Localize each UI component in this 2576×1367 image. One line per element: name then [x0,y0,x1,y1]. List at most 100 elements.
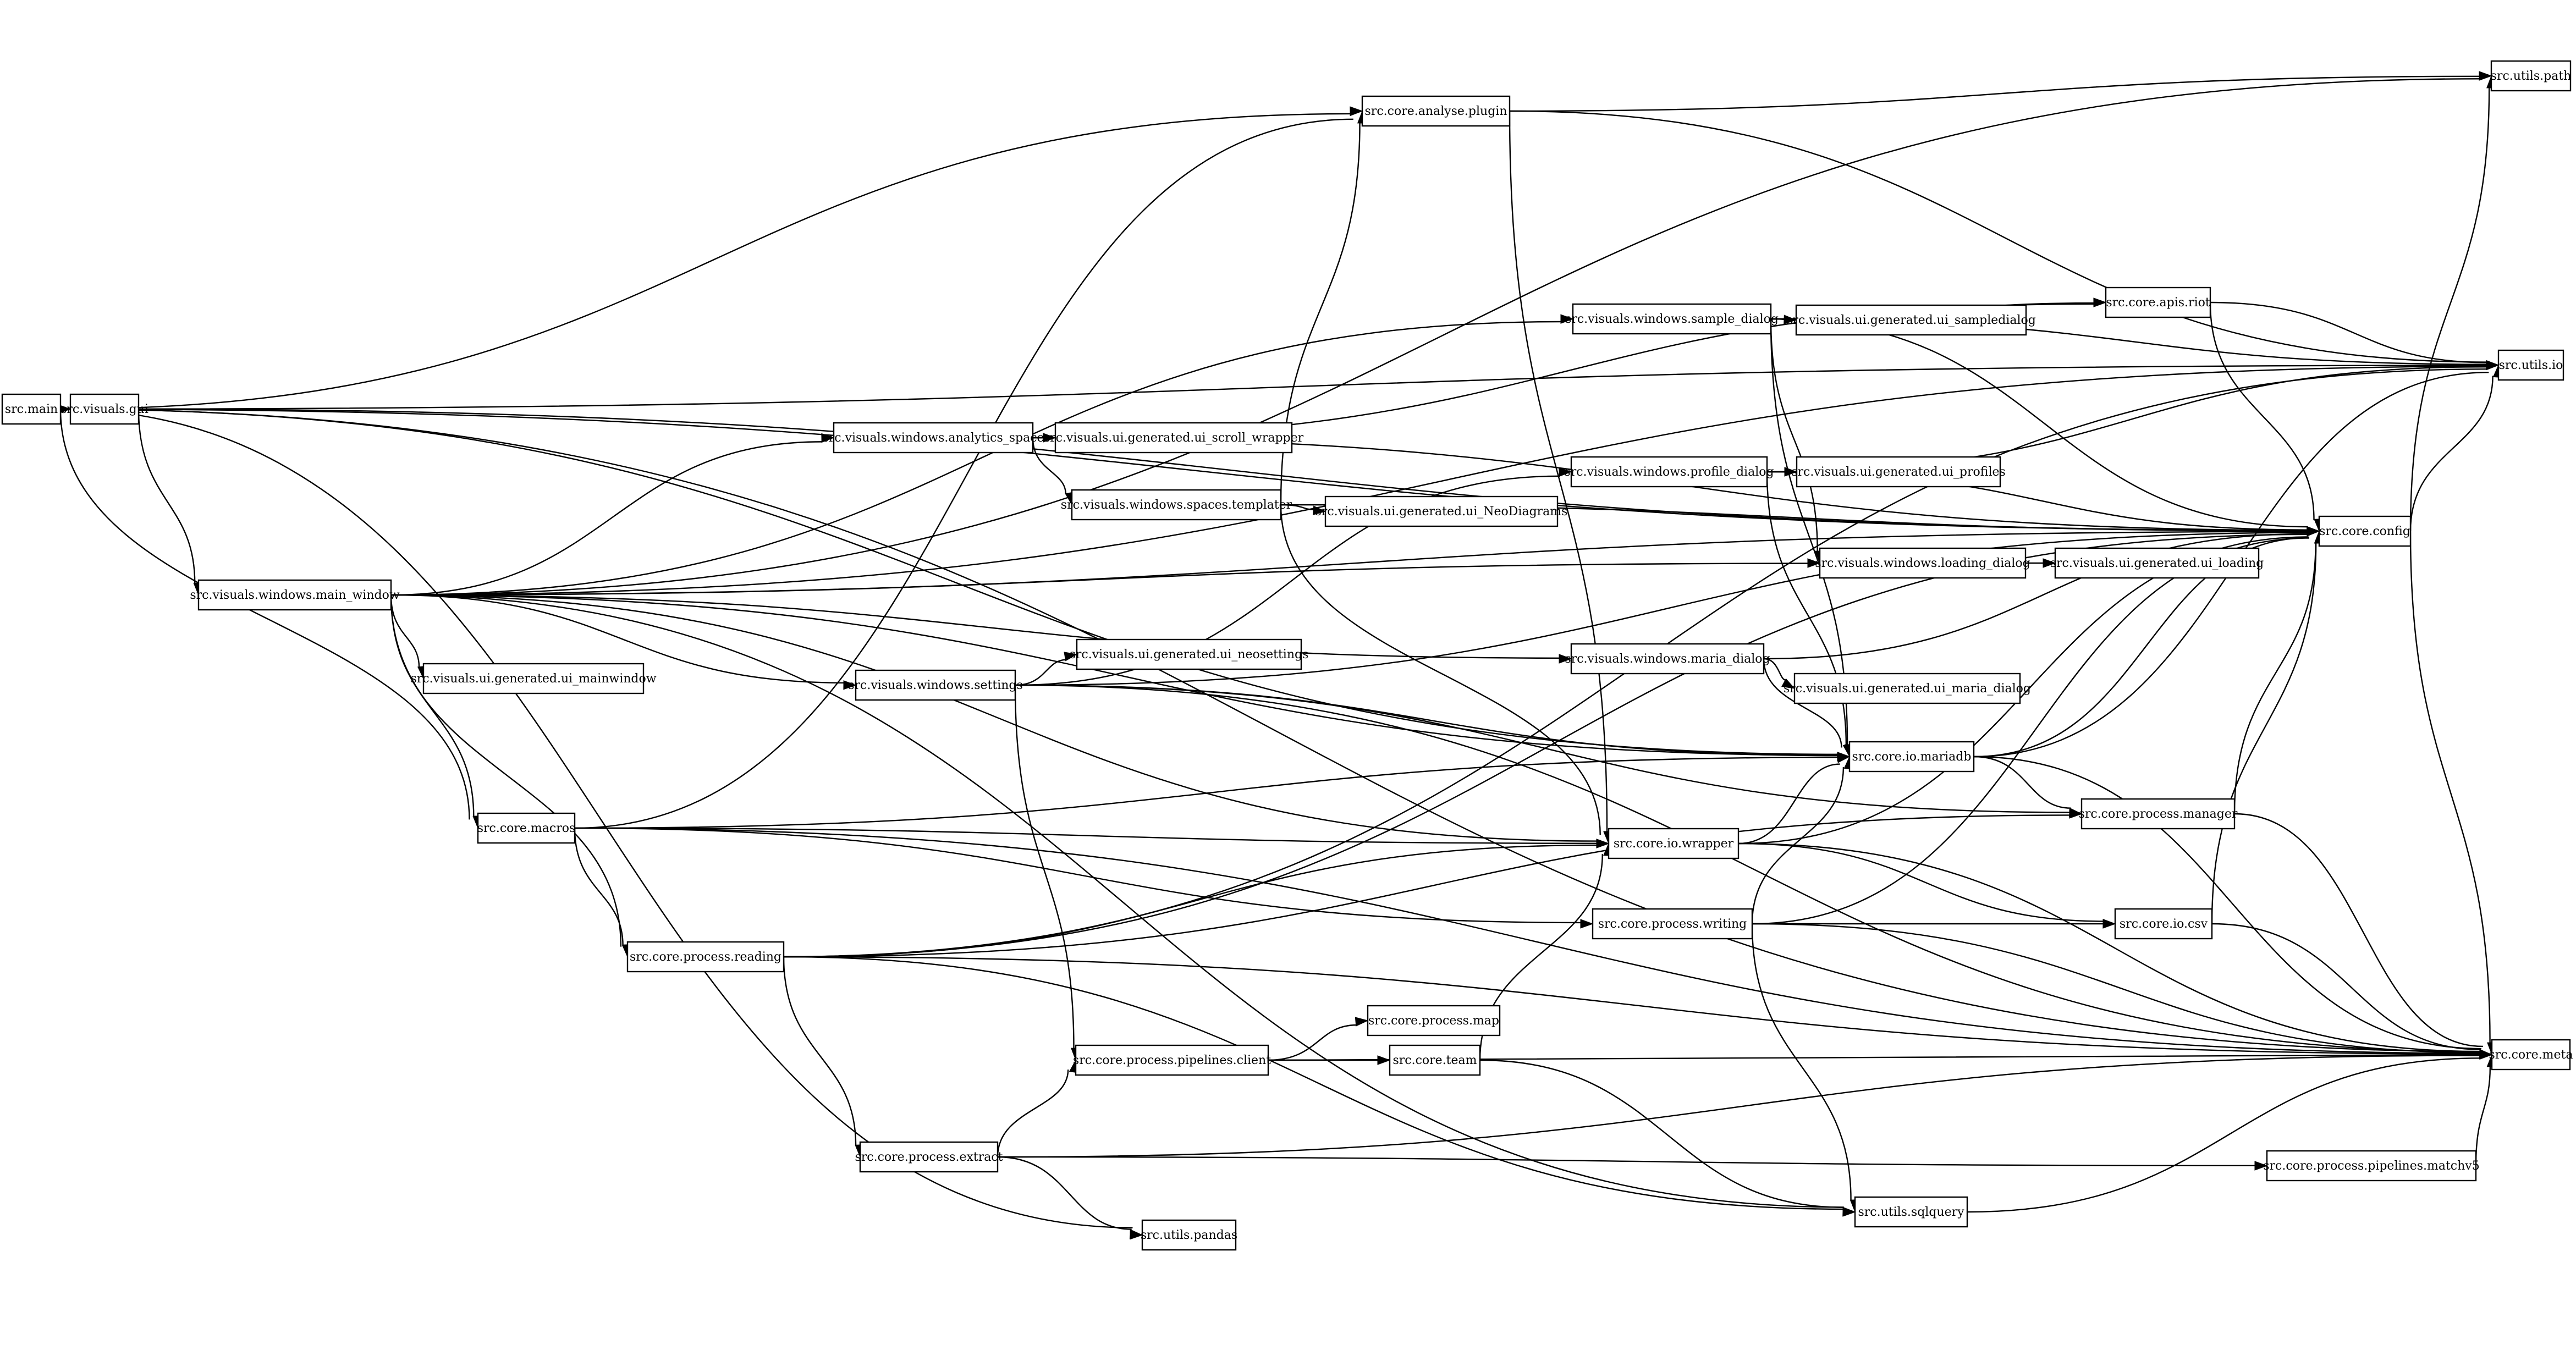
edge-writing-to-mariadb [1751,756,1854,924]
edge-loading_dialog-to-ui_loading [2025,558,2056,568]
node-box [69,393,140,425]
edge-line [390,78,2480,596]
node-label: src.visuals.ui.generated.ui_NeoDiagrams [1315,505,1568,519]
node-ui-scroll-wrapper: src.visuals.ui.generated.ui_scroll_wrapp… [1044,422,1304,454]
node-box [2318,515,2412,547]
node-box [1592,908,1753,940]
edge-main_window-to-maria_dialog [390,594,1572,664]
edge-line [783,956,1843,1210]
node-ui-neosettings: src.visuals.ui.generated.ui_neosettings [1070,638,1308,670]
node-label: src.core.process.writing [1598,917,1747,931]
edge-macros-to-reading [574,828,632,958]
edge-line [1032,437,1067,494]
node-label: src.core.meta [2489,1048,2573,1062]
node-label: src.visuals.windows.main_window [190,588,400,602]
node-box [833,422,1034,454]
node-label: src.core.io.csv [2120,917,2208,931]
edge-reading-to-sqlquery [783,956,1856,1217]
node-main: src.main [1,393,62,425]
node-label: src.visuals.windows.sample_dialog [1565,312,1779,326]
arrowhead [2068,807,2083,818]
node-label: src.visuals.ui.generated.ui_loading [2050,556,2264,570]
node-ui-neodiagrams: src.visuals.ui.generated.ui_NeoDiagrams [1315,495,1568,527]
arrowhead [1836,753,1851,763]
node-label: src.utils.pandas [1141,1228,1237,1242]
node-ui-sampledialog: src.visuals.ui.generated.ui_sampledialog [1786,304,2036,336]
node-label: src.visuals.windows.loading_dialog [1815,556,2030,570]
arrowhead [1842,1206,1856,1217]
node-box [1071,489,1282,521]
node-label: src.core.process.pipelines.client [1073,1054,1271,1067]
node-reading: src.core.process.reading [626,941,785,973]
edge-macros-to-mariadb [574,752,1851,829]
edge-line [1014,685,1075,1049]
edge-line [390,594,622,947]
node-label: src.core.process.pipelines.matchv5 [2263,1159,2479,1173]
node-label: src.visuals.ui.generated.ui_mainwindow [410,672,656,686]
node-analytics-space: src.visuals.windows.analytics_space [822,422,1044,454]
edge-line [1738,842,2104,922]
edges-layer [58,71,2503,1240]
node-main-window: src.visuals.windows.main_window [190,579,400,611]
node-macros: src.core.macros [477,812,575,844]
edge-writing-to-config [1752,526,2320,925]
node-box [1793,673,2021,704]
node-io-wrapper: src.core.io.wrapper [1608,828,1740,859]
edge-team-to-sqlquery [1479,1059,1856,1217]
node-box [1367,1005,1501,1037]
node-settings: src.visuals.windows.settings [848,669,1023,701]
edge-extract-to-pipelines_client [997,1059,1079,1157]
node-pipelines-client: src.core.process.pipelines.client [1073,1044,1271,1076]
node-box [2080,798,2236,830]
node-label: src.visuals.windows.spaces.templater [1061,498,1292,512]
edge-macros-to-writing [574,827,1594,929]
node-box [1570,643,1765,675]
edge-reading-to-io_wrapper [783,839,1610,958]
edge-settings-to-profile_dialog [1015,467,1572,686]
node-matchv5: src.core.process.pipelines.matchv5 [2263,1150,2480,1182]
edge-line [574,827,1581,924]
edge-main_window-to-ui_mainwindow [390,594,427,680]
node-box [1795,304,2027,336]
node-label: src.utils.io [2499,359,2563,372]
edge-line [2211,543,2317,924]
edge-pipelines_client-to-process_map [1268,1017,1369,1061]
edge-line [1770,318,1818,552]
node-analyse-plugin: src.core.analyse.plugin [1361,95,1511,127]
edge-line [2209,302,2315,521]
edge-line [1509,110,2487,363]
edge-settings-to-meta [1015,684,2493,1060]
arrowhead [1781,678,1796,689]
node-box [1075,1044,1269,1076]
node-utils-io: src.utils.io [2497,349,2564,381]
edge-line [1770,318,1848,745]
node-label: src.visuals.ui.generated.ui_scroll_wrapp… [1044,431,1304,445]
node-label: src.visuals.windows.maria_dialog [1565,652,1770,666]
node-ui-loading: src.visuals.ui.generated.ui_loading [2050,547,2264,579]
edge-extract-to-pandas [997,1156,1143,1239]
arrowhead [2479,71,2492,81]
edge-line [574,828,624,946]
node-label: src.core.io.mariadb [1852,750,1972,764]
node-templater: src.visuals.windows.spaces.templater [1061,489,1292,521]
edge-io_wrapper-to-mariadb [1738,753,1851,845]
node-io-csv: src.core.io.csv [2114,908,2213,940]
node-box [2491,1039,2571,1071]
edge-line [1751,767,1845,924]
node-label: src.visuals.windows.profile_dialog [1564,465,1774,479]
arrowhead [2486,360,2500,370]
node-label: src.core.process.extract [855,1150,1003,1164]
edge-line [2409,87,2490,532]
edge-line [390,366,2487,596]
edge-line [574,757,1838,829]
edge-line [2211,923,2481,1050]
arrowhead [1560,314,1574,324]
arrowhead [2307,527,2320,537]
edge-line [997,1055,2480,1158]
arrowhead [1807,558,1821,568]
edge-line [1015,475,1560,686]
edge-line [390,321,1561,596]
edge-maria_dialog-to-config [1763,526,2320,660]
node-team: src.core.team [1389,1044,1481,1076]
edge-sample_dialog-to-loading_dialog [1770,318,1825,564]
